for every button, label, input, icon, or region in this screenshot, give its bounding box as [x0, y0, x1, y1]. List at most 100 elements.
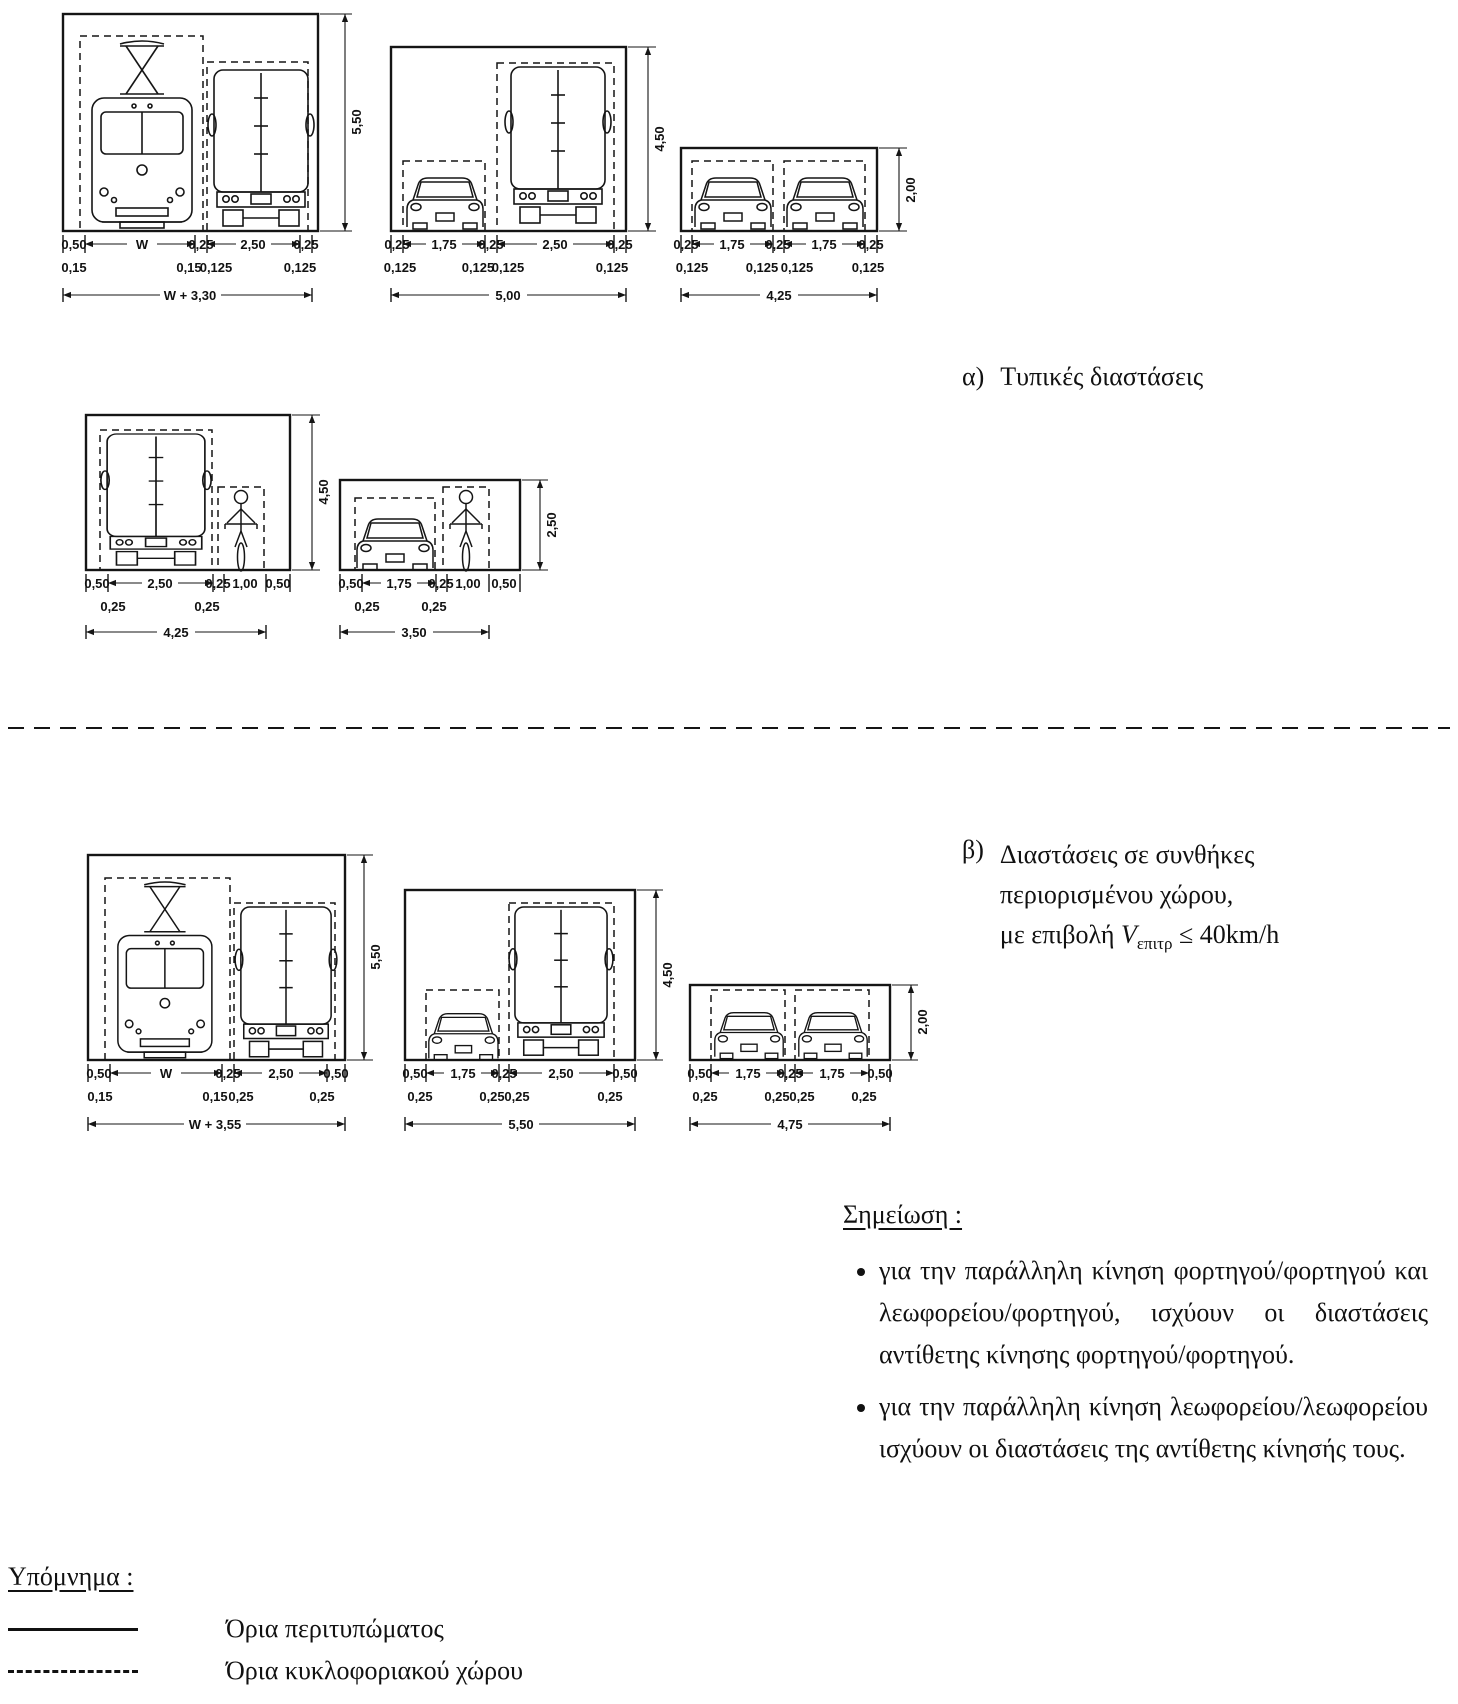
dimension-marks: [339, 479, 548, 639]
dim-label: 0,25: [188, 237, 213, 252]
dim-label: 1,75: [819, 1066, 844, 1081]
note-list: για την παράλληλη κίνηση φορτηγού/φορτηγ…: [843, 1250, 1428, 1471]
traffic-space-boundary: [442, 486, 490, 571]
clearance-envelope: [86, 853, 347, 1062]
dim-label: 0,125: [596, 260, 629, 275]
total-dim-label: 4,75: [777, 1117, 802, 1132]
traffic-space-boundary: [496, 62, 615, 232]
dim-label: 0,25: [491, 1066, 516, 1081]
dim-label: 0,25: [851, 1089, 876, 1104]
note-bullet: για την παράλληλη κίνηση φορτηγού/φορτηγ…: [879, 1250, 1428, 1376]
tram-drawing: [91, 40, 193, 229]
car-drawing: [428, 1013, 499, 1061]
traffic-space-boundary: [794, 989, 870, 1061]
dashed-line-sample: [8, 1669, 138, 1673]
section-b-title-line2: περιορισμένου χώρου,: [999, 880, 1234, 909]
dim-label: 1,00: [455, 576, 480, 591]
dim-label: 1,75: [811, 237, 836, 252]
dim-label: 0,50: [84, 576, 109, 591]
diagram-tram-truck-typical: 5,50 0,50 W 0,25 2,50 0,25 0,15 0,15 0,1…: [61, 12, 364, 303]
dim-label: 0,125: [746, 260, 779, 275]
truck-drawing: [207, 69, 315, 227]
height-label: 4,50: [652, 126, 667, 151]
dim-label: 0,25: [100, 599, 125, 614]
height-label: 2,00: [903, 177, 918, 202]
dim-label: 0,25: [764, 1089, 789, 1104]
dim-label: W: [160, 1066, 173, 1081]
truck-drawing: [234, 906, 338, 1058]
section-b-title-line3: με επιβολή Vεπιτρ ≤ 40km/h: [1000, 915, 1279, 964]
dim-label: W: [136, 237, 149, 252]
total-dim-label: 3,50: [401, 625, 426, 640]
diagram-car-cyclist-typical: 2,50 0,50 1,75 0,25 1,00 0,50 0,25 0,25 …: [338, 478, 559, 640]
dimension-marks: [404, 889, 663, 1131]
dim-label: 0,50: [265, 576, 290, 591]
dim-label: 0,125: [384, 260, 417, 275]
dim-label: 0,50: [402, 1066, 427, 1081]
dim-label: 0,125: [676, 260, 709, 275]
tram-drawing: [117, 881, 213, 1059]
height-label: 4,50: [316, 479, 331, 504]
traffic-space-boundary: [79, 35, 204, 232]
note-bullet: για την παράλληλη κίνηση λεωφορείου/λεωφ…: [879, 1386, 1428, 1470]
dim-label: 0,50: [61, 237, 86, 252]
speed-variable: V: [1121, 920, 1137, 949]
dim-label: 0,50: [687, 1066, 712, 1081]
dim-label: 1,75: [450, 1066, 475, 1081]
legend-title: Υπόμνημα :: [8, 1562, 134, 1591]
clearance-envelope: [679, 146, 879, 233]
speed-subscript: επιτρ: [1136, 934, 1173, 954]
dim-label: 0,25: [597, 1089, 622, 1104]
car-drawing: [798, 1012, 868, 1060]
dim-label: 0,25: [789, 1089, 814, 1104]
dim-label: 0,125: [781, 260, 814, 275]
truck-drawing: [508, 906, 614, 1056]
section-b-heading: β) Διαστάσεις σε συνθήκες περιορισμένου …: [962, 835, 1279, 964]
height-label: 2,00: [915, 1009, 930, 1034]
dim-label: 0,25: [504, 1089, 529, 1104]
legend-label: Όρια περιτυπώματος: [226, 1614, 444, 1643]
car-drawing: [406, 177, 484, 230]
dimension-marks: [62, 13, 352, 302]
clearance-envelope: [338, 478, 522, 572]
dim-label: 0,25: [194, 599, 219, 614]
dim-label: 2,50: [268, 1066, 293, 1081]
dim-label: 0,25: [205, 576, 230, 591]
section-a-heading: α)Τυπικές διαστάσεις: [962, 362, 1203, 392]
dim-label: 0,15: [61, 260, 86, 275]
dim-label: 1,75: [431, 237, 456, 252]
traffic-space-boundary: [691, 160, 774, 232]
dim-label: 0,25: [354, 599, 379, 614]
diagram-tram-truck-restricted: 5,50 0,50 W 0,25 2,50 0,50 0,15 0,15 0,2…: [86, 853, 383, 1132]
dimension-marks: [689, 984, 918, 1131]
diagram-car-truck-typical: 4,50 0,25 1,75 0,25 2,50 0,25 0,125 0,12…: [384, 45, 667, 303]
cyclist-drawing: [224, 489, 258, 572]
car-drawing: [714, 1012, 784, 1060]
dim-label: 1,75: [719, 237, 744, 252]
dim-label: 1,75: [386, 576, 411, 591]
traffic-space-boundary: [217, 486, 265, 571]
total-dim-label: 5,00: [495, 288, 520, 303]
diagram-car-car-typical: 2,00 0,25 1,75 0,25 1,75 0,25 0,125 0,12…: [673, 146, 918, 303]
diagram-car-car-restricted: 2,00 0,50 1,75 0,25 1,75 0,50 0,25 0,25 …: [687, 983, 930, 1132]
dimension-marks: [87, 854, 373, 1131]
note-section: Σημείωση : για την παράλληλη κίνηση φορτ…: [843, 1200, 1428, 1481]
dim-label: 0,125: [492, 260, 525, 275]
dim-label: 0,25: [478, 237, 503, 252]
note-bullet-text: για την παράλληλη κίνηση λεωφορείου/λεωφ…: [879, 1392, 1428, 1464]
truck-drawing: [504, 66, 612, 224]
total-dim-label: 4,25: [766, 288, 791, 303]
dim-label: 2,50: [548, 1066, 573, 1081]
section-a-label: α): [962, 362, 985, 391]
dim-label: 2,50: [147, 576, 172, 591]
speed-limit-text: ≤ 40km/h: [1172, 920, 1280, 949]
traffic-space-boundary: [104, 877, 231, 1061]
dim-label: 0,25: [407, 1089, 432, 1104]
dim-label: 0,25: [765, 237, 790, 252]
dim-label: 0,50: [338, 576, 363, 591]
traffic-space-boundary: [402, 160, 486, 232]
dim-label: 0,50: [612, 1066, 637, 1081]
dim-label: 0,50: [867, 1066, 892, 1081]
total-dim-label: 5,50: [508, 1117, 533, 1132]
total-dim-label: W + 3,55: [189, 1117, 241, 1132]
